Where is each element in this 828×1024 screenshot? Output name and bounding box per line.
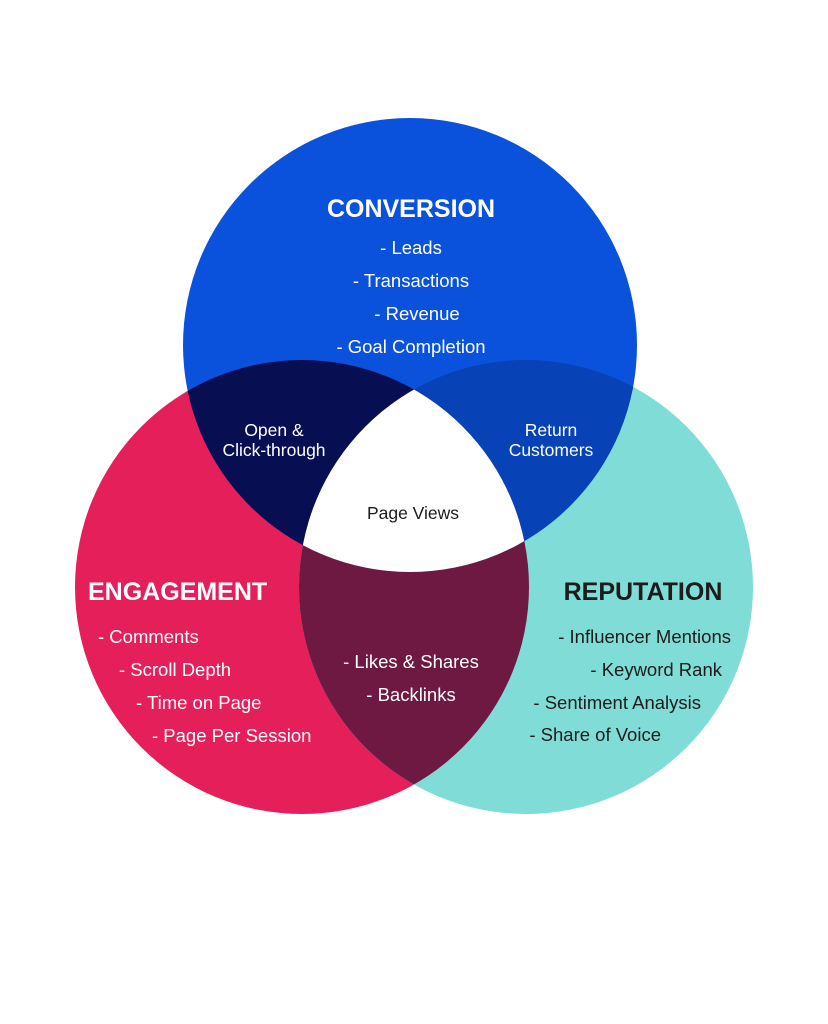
conversion-title: CONVERSION bbox=[327, 195, 495, 223]
conversion-item-transactions: - Transactions bbox=[353, 270, 469, 291]
conversion-item-leads: - Leads bbox=[380, 237, 442, 258]
engagement-item-scroll-depth: - Scroll Depth bbox=[119, 659, 231, 680]
engagement-item-time-on-page: - Time on Page bbox=[136, 692, 261, 713]
overlap-conversion-reputation-line-2: Customers bbox=[509, 440, 594, 460]
reputation-item-keyword-rank: - Keyword Rank bbox=[590, 659, 722, 680]
overlap-engagement-reputation-line-2: - Backlinks bbox=[366, 684, 455, 705]
overlap-conversion-engagement-line-1: Open & bbox=[244, 420, 304, 440]
center-label: Page Views bbox=[367, 503, 459, 523]
engagement-title: ENGAGEMENT bbox=[88, 578, 267, 606]
overlap-conversion-reputation-line-1: Return bbox=[525, 420, 578, 440]
reputation-item-sentiment-analysis: - Sentiment Analysis bbox=[533, 692, 701, 713]
engagement-item-page-per-session: - Page Per Session bbox=[152, 725, 311, 746]
overlap-engagement-reputation-line-1: - Likes & Shares bbox=[343, 651, 479, 672]
conversion-item-revenue: - Revenue bbox=[374, 303, 459, 324]
reputation-item-influencer-mentions: - Influencer Mentions bbox=[558, 626, 731, 647]
reputation-title: REPUTATION bbox=[564, 578, 723, 606]
center-overlap bbox=[299, 360, 529, 572]
reputation-item-share-of-voice: - Share of Voice bbox=[529, 724, 661, 745]
engagement-item-comments: - Comments bbox=[98, 626, 199, 647]
overlap-conversion-engagement-line-2: Click-through bbox=[222, 440, 325, 460]
conversion-item-goal-completion: - Goal Completion bbox=[336, 336, 485, 357]
